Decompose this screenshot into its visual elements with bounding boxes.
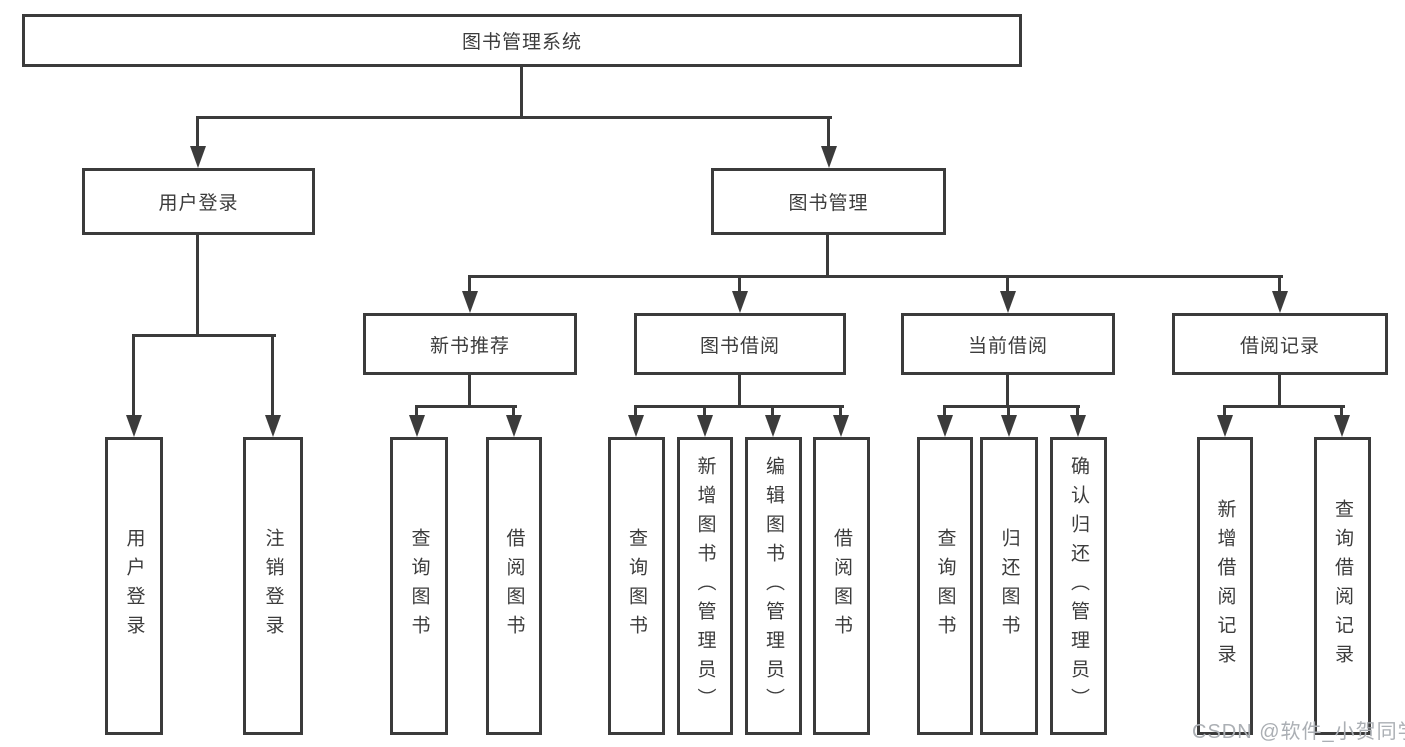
node-root-book-management-system: 图书管理系统 (22, 14, 1022, 67)
arrow-down-nb-borrow-icon (506, 415, 522, 437)
leaf-nb-borrow-books-label: 借阅图书 (503, 528, 525, 644)
leaf-logout-label: 注销登录 (262, 528, 284, 644)
connector-drop-bb-query (634, 405, 637, 419)
leaf-cb-return-books: 归还图书 (980, 437, 1038, 735)
node-book-management: 图书管理 (711, 168, 946, 235)
leaf-bb-borrow-books-label: 借阅图书 (831, 528, 852, 644)
connector-drop-cb-return (1007, 405, 1010, 419)
node-book-borrow: 图书借阅 (634, 313, 846, 375)
connector-drop-br-add (1223, 405, 1226, 419)
leaf-bb-add-books: 新增图书（管理员） (677, 437, 733, 735)
connector-drop-bb-edit (771, 405, 774, 419)
connector-drop-nb-borrow (512, 405, 515, 419)
leaf-bb-query-books-label: 查询图书 (626, 528, 647, 644)
arrow-down-current-borrow-icon (1000, 291, 1016, 313)
connector-borrowrecords-stub (1278, 375, 1281, 406)
connector-drop-user-login (196, 116, 199, 148)
leaf-cb-confirm-return: 确认归还（管理员） (1050, 437, 1107, 735)
leaf-bb-query-books: 查询图书 (608, 437, 665, 735)
node-current-borrow: 当前借阅 (901, 313, 1115, 375)
connector-bookborrow-stub (738, 375, 741, 406)
arrow-down-bb-edit-icon (765, 415, 781, 437)
leaf-cb-return-books-label: 归还图书 (998, 528, 1020, 644)
arrow-down-new-books-icon (462, 291, 478, 313)
leaf-br-query-record: 查询借阅记录 (1314, 437, 1371, 735)
node-current-borrow-label: 当前借阅 (967, 335, 1048, 357)
node-book-management-label: 图书管理 (788, 193, 869, 214)
arrow-down-cb-confirm-icon (1070, 415, 1086, 437)
arrow-down-user-login-icon (190, 146, 206, 168)
connector-drop-bb-add (703, 405, 706, 419)
node-borrow-records-label: 借阅记录 (1239, 335, 1320, 357)
leaf-br-add-record: 新增借阅记录 (1197, 437, 1253, 735)
connector-root-stub (520, 67, 523, 117)
leaf-cb-query-books-label: 查询图书 (934, 528, 956, 644)
connector-bookborrow-hline (634, 405, 844, 408)
arrow-down-br-add-icon (1217, 415, 1233, 437)
leaf-logout: 注销登录 (243, 437, 303, 735)
connector-userlogin-hline (132, 334, 276, 337)
leaf-cb-query-books: 查询图书 (917, 437, 973, 735)
node-root-label: 图书管理系统 (461, 32, 582, 53)
leaf-user-login-label: 用户登录 (123, 528, 145, 644)
arrow-down-cb-return-icon (1001, 415, 1017, 437)
connector-userlogin-stub (196, 235, 199, 335)
arrow-down-bb-borrow-icon (833, 415, 849, 437)
connector-bookmgmt-hline (468, 275, 1283, 278)
connector-drop-leaf-logout (271, 334, 274, 419)
connector-currentborrow-hline (943, 405, 1080, 408)
arrow-down-book-borrow-icon (732, 291, 748, 313)
connector-drop-book-borrow (738, 275, 741, 295)
csdn-watermark: CSDN @软件_小贺同学 (1192, 721, 1405, 743)
connector-borrowrecords-hline (1223, 405, 1345, 408)
node-new-book-recommend-label: 新书推荐 (429, 335, 510, 357)
node-book-borrow-label: 图书借阅 (699, 335, 780, 357)
connector-drop-bb-borrow (839, 405, 842, 419)
node-user-login: 用户登录 (82, 168, 315, 235)
arrow-down-leaf-userlogin-icon (126, 415, 142, 437)
leaf-br-query-record-label: 查询借阅记录 (1332, 499, 1353, 673)
connector-drop-current-borrow (1006, 275, 1009, 295)
connector-drop-borrow-records (1278, 275, 1281, 295)
connector-drop-cb-query (943, 405, 946, 419)
arrow-down-book-mgmt-icon (821, 146, 837, 168)
connector-drop-leaf-userlogin (132, 334, 135, 419)
arrow-down-bb-add-icon (697, 415, 713, 437)
leaf-nb-borrow-books: 借阅图书 (486, 437, 542, 735)
arrow-down-br-query-icon (1334, 415, 1350, 437)
connector-root-hline (196, 116, 832, 119)
connector-drop-cb-confirm (1076, 405, 1079, 419)
arrow-down-borrow-records-icon (1272, 291, 1288, 313)
connector-currentborrow-stub (1006, 375, 1009, 406)
node-borrow-records: 借阅记录 (1172, 313, 1388, 375)
arrow-down-cb-query-icon (937, 415, 953, 437)
leaf-br-add-record-label: 新增借阅记录 (1214, 499, 1236, 673)
arrow-down-leaf-logout-icon (265, 415, 281, 437)
connector-drop-book-mgmt (827, 116, 830, 148)
node-new-book-recommend: 新书推荐 (363, 313, 577, 375)
connector-bookmgmt-stub (826, 235, 829, 276)
connector-newbooks-hline (415, 405, 517, 408)
leaf-nb-query-books-label: 查询图书 (408, 528, 430, 644)
leaf-bb-edit-books: 编辑图书（管理员） (745, 437, 802, 735)
connector-newbooks-stub (468, 375, 471, 406)
connector-drop-br-query (1340, 405, 1343, 419)
leaf-user-login: 用户登录 (105, 437, 163, 735)
connector-drop-nb-query (415, 405, 418, 419)
leaf-bb-borrow-books: 借阅图书 (813, 437, 870, 735)
leaf-bb-edit-books-label: 编辑图书（管理员） (763, 455, 784, 717)
arrow-down-nb-query-icon (409, 415, 425, 437)
connector-drop-new-books (468, 275, 471, 295)
leaf-nb-query-books: 查询图书 (390, 437, 448, 735)
node-user-login-label: 用户登录 (158, 193, 239, 214)
arrow-down-bb-query-icon (628, 415, 644, 437)
leaf-cb-confirm-return-label: 确认归还（管理员） (1068, 455, 1089, 717)
leaf-bb-add-books-label: 新增图书（管理员） (694, 455, 716, 717)
